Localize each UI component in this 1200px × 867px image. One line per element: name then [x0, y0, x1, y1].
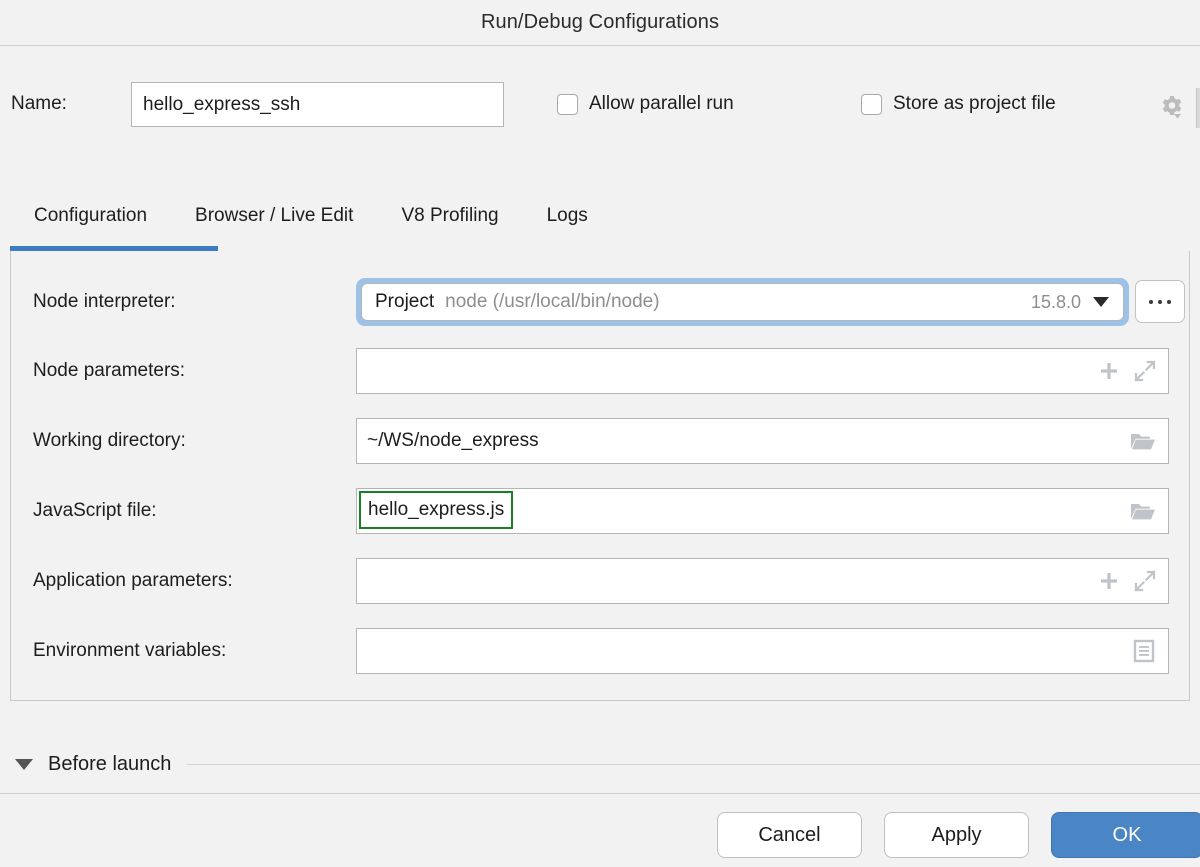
- tab-v8-profiling[interactable]: V8 Profiling: [401, 205, 499, 226]
- node-parameters-label: Node parameters:: [33, 360, 186, 381]
- working-directory-label: Working directory:: [33, 430, 186, 451]
- configuration-panel: Node interpreter: Project node (/usr/loc…: [10, 251, 1190, 701]
- allow-parallel-run-checkbox[interactable]: [557, 93, 578, 115]
- javascript-file-label: JavaScript file:: [33, 500, 157, 521]
- tab-bar: Configuration Browser / Live Edit V8 Pro…: [0, 205, 1200, 253]
- footer-separator: [0, 793, 1200, 794]
- environment-variables-row: Environment variables:: [11, 628, 1191, 674]
- node-interpreter-focus-ring: Project node (/usr/local/bin/node) 15.8.…: [356, 278, 1129, 326]
- list-edit-icon[interactable]: [1132, 639, 1156, 663]
- expand-icon[interactable]: [1134, 360, 1156, 382]
- working-directory-input[interactable]: ~/WS/node_express: [356, 418, 1169, 464]
- plus-icon[interactable]: [1098, 570, 1120, 592]
- expand-icon[interactable]: [1134, 570, 1156, 592]
- store-as-project-file-checkbox[interactable]: [861, 93, 882, 115]
- tab-logs[interactable]: Logs: [546, 205, 588, 226]
- javascript-file-input[interactable]: hello_express.js: [356, 488, 1169, 534]
- ok-button[interactable]: OK: [1051, 812, 1200, 858]
- working-directory-icons: [1130, 430, 1168, 452]
- window-edge-sliver: [1196, 88, 1200, 128]
- javascript-file-value: hello_express.js: [368, 499, 505, 520]
- environment-variables-icons: [1132, 639, 1168, 663]
- node-interpreter-scope: Project: [375, 291, 435, 312]
- folder-icon[interactable]: [1130, 500, 1156, 522]
- environment-variables-label: Environment variables:: [33, 640, 227, 661]
- environment-variables-input[interactable]: [356, 628, 1169, 674]
- chevron-down-icon[interactable]: [1093, 297, 1109, 307]
- cancel-button[interactable]: Cancel: [717, 812, 862, 858]
- before-launch-label: Before launch: [48, 752, 172, 775]
- node-interpreter-combobox[interactable]: Project node (/usr/local/bin/node) 15.8.…: [361, 283, 1124, 321]
- ellipsis-dot-icon: [1158, 299, 1162, 304]
- working-directory-value: ~/WS/node_express: [367, 430, 539, 451]
- apply-button[interactable]: Apply: [884, 812, 1029, 858]
- application-parameters-input[interactable]: [356, 558, 1169, 604]
- store-as-project-file-label: Store as project file: [893, 93, 1056, 114]
- before-launch-section[interactable]: Before launch: [0, 742, 1200, 786]
- javascript-file-row: JavaScript file: hello_express.js: [11, 488, 1191, 534]
- node-interpreter-label: Node interpreter:: [33, 291, 176, 312]
- node-parameters-row: Node parameters:: [11, 348, 1191, 394]
- name-input-value: hello_express_ssh: [143, 93, 301, 115]
- ellipsis-dot-icon: [1149, 299, 1153, 304]
- name-row: Name: hello_express_ssh Allow parallel r…: [0, 82, 1200, 134]
- dialog-titlebar: Run/Debug Configurations: [0, 0, 1200, 46]
- node-interpreter-row: Node interpreter: Project node (/usr/loc…: [11, 278, 1191, 326]
- node-parameters-icons: [1098, 360, 1168, 382]
- active-tab-indicator: [10, 246, 218, 251]
- before-launch-rule: [187, 763, 1200, 765]
- triangle-down-icon[interactable]: [15, 758, 33, 770]
- node-parameters-input[interactable]: [356, 348, 1169, 394]
- allow-parallel-run-label: Allow parallel run: [589, 93, 734, 114]
- application-parameters-icons: [1098, 570, 1168, 592]
- javascript-file-icons: [1130, 500, 1168, 522]
- dialog-title: Run/Debug Configurations: [480, 11, 720, 33]
- ellipsis-dot-icon: [1167, 299, 1171, 304]
- folder-icon[interactable]: [1130, 430, 1156, 452]
- plus-icon[interactable]: [1098, 360, 1120, 382]
- node-interpreter-browse-button[interactable]: [1135, 280, 1185, 323]
- node-interpreter-version: 15.8.0: [1030, 291, 1081, 312]
- working-directory-row: Working directory: ~/WS/node_express: [11, 418, 1191, 464]
- footer-button-bar: Cancel Apply OK: [0, 812, 1200, 858]
- application-parameters-row: Application parameters:: [11, 558, 1191, 604]
- name-label: Name:: [11, 93, 67, 114]
- name-input[interactable]: hello_express_ssh: [131, 82, 504, 127]
- tab-configuration[interactable]: Configuration: [34, 205, 148, 226]
- application-parameters-label: Application parameters:: [33, 570, 233, 591]
- store-as-project-file-checkbox-group[interactable]: Store as project file: [861, 93, 1056, 115]
- javascript-file-value-box[interactable]: hello_express.js: [359, 491, 514, 529]
- gear-icon[interactable]: [1157, 94, 1187, 122]
- node-interpreter-path: node (/usr/local/bin/node): [445, 291, 660, 312]
- tab-browser-live-edit[interactable]: Browser / Live Edit: [195, 205, 354, 226]
- allow-parallel-run-checkbox-group[interactable]: Allow parallel run: [557, 93, 734, 115]
